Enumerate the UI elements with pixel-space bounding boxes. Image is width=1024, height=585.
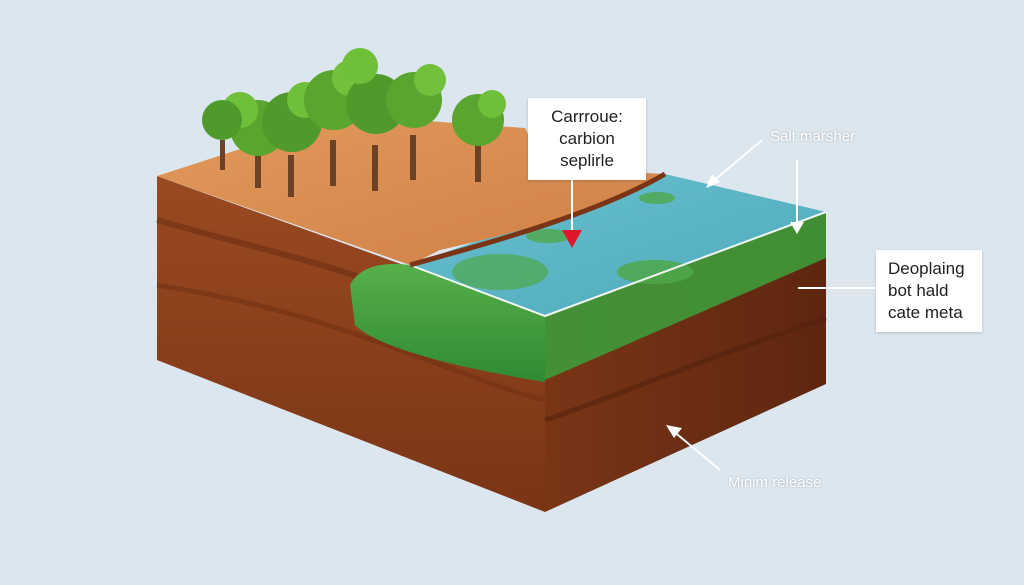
marsh-grass-band-side [545, 212, 826, 380]
marsh-outline [409, 211, 827, 318]
grass-patch [617, 260, 693, 284]
salt-marsh-arrowhead [706, 174, 720, 188]
salt-marsh-arrowhead-2 [790, 222, 804, 234]
release-pointer-line [671, 429, 721, 471]
tree [202, 100, 242, 170]
tree [452, 90, 506, 182]
deposit-label-line-3: cate meta [888, 303, 963, 322]
upland-edge [409, 171, 667, 268]
tree-grove [202, 48, 506, 197]
carbon-label-line-1: Carrroue: [551, 107, 623, 126]
soil-stratum-line [544, 315, 827, 423]
salt-marsh-pointer-line [709, 139, 763, 185]
carbon-label-line-2: carbion [559, 129, 615, 148]
carbon-marker-arrow [562, 230, 582, 248]
soil-front-face [157, 176, 545, 512]
upland-soil-top [157, 115, 665, 265]
deposit-label-line-2: bot hald [888, 281, 949, 300]
salt-marsh-label: Salt marsher [770, 128, 856, 145]
annotation-arrows [571, 139, 878, 471]
carbon-label-box: Carrroue: carbion seplirle [528, 98, 646, 180]
grass-patch [526, 229, 570, 243]
deposit-label-box: Deoplaing bot hald cate meta [876, 250, 982, 332]
grass-patch [452, 254, 548, 290]
deposit-label-line-1: Deoplaing [888, 259, 965, 278]
release-arrowhead [666, 425, 682, 438]
marsh-grass-band [350, 264, 545, 382]
release-label: Minim release [728, 474, 822, 491]
grass-patch [639, 192, 675, 204]
tree [386, 64, 446, 180]
soil-stratum-line [156, 282, 546, 403]
carbon-label-line-3: seplirle [560, 151, 614, 170]
